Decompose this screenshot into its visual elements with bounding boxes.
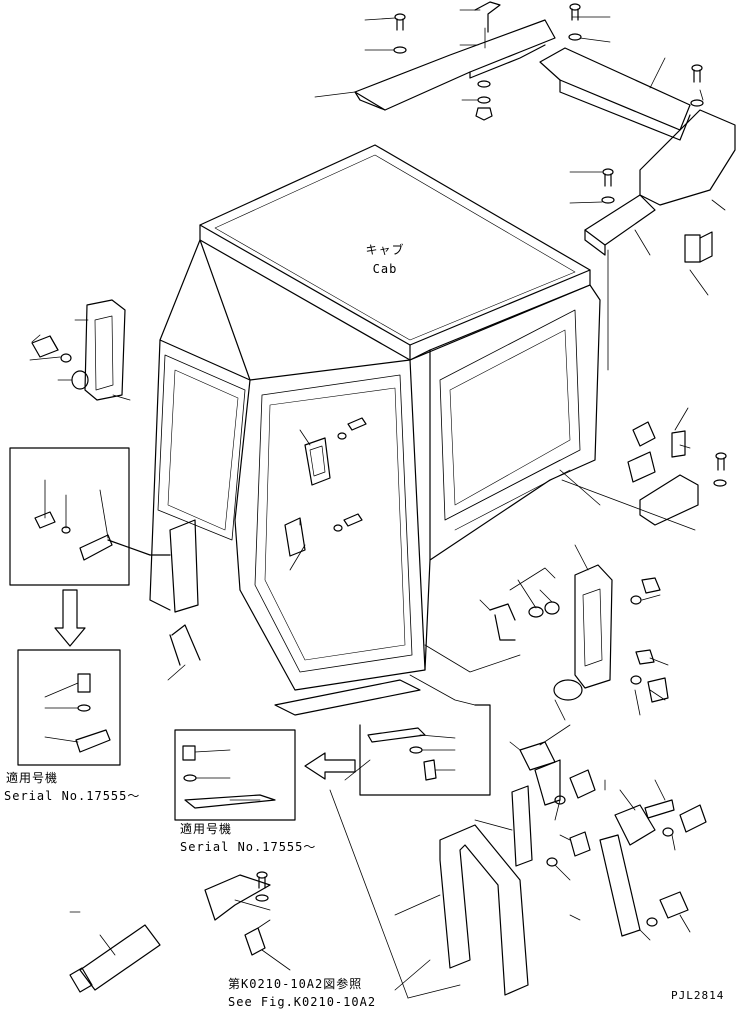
left-bracket-wire bbox=[169, 519, 201, 666]
inset-box-serial-center bbox=[174, 729, 296, 821]
bottom-right-brackets bbox=[511, 741, 707, 937]
top-clamp bbox=[474, 1, 501, 33]
u-handrail bbox=[439, 824, 529, 996]
left-arrow bbox=[304, 752, 356, 780]
cab-label-en: Cab bbox=[372, 262, 398, 276]
leader-lines bbox=[29, 9, 726, 999]
left-hinge bbox=[31, 299, 126, 401]
top-left-bracket bbox=[354, 19, 556, 111]
serial-label-left: Serial No.17555～ bbox=[4, 789, 141, 803]
right-switch-box bbox=[627, 421, 727, 526]
down-arrow bbox=[54, 589, 86, 647]
drawing-code: PJL2814 bbox=[671, 989, 725, 1002]
applicable-label-center: 適用号機 bbox=[180, 822, 233, 836]
cab-label-jp: キャブ bbox=[365, 243, 405, 257]
figure-ref-jp: 第K0210-10A2図参照 bbox=[228, 977, 363, 991]
figure-ref-en: See Fig.K0210-10A2 bbox=[228, 995, 377, 1009]
top-right-bracket bbox=[539, 47, 691, 141]
sealant-tube bbox=[69, 924, 161, 993]
cab-body bbox=[149, 144, 601, 716]
applicable-label-left: 適用号機 bbox=[6, 771, 59, 785]
bottom-wedge bbox=[204, 871, 271, 956]
inset-box-left bbox=[9, 447, 171, 586]
inset-box-serial-left bbox=[17, 649, 121, 766]
top-bolts bbox=[393, 3, 713, 263]
right-mount-plate bbox=[584, 109, 736, 256]
serial-label-center: Serial No.17555～ bbox=[180, 840, 317, 854]
door-handles bbox=[284, 417, 367, 557]
